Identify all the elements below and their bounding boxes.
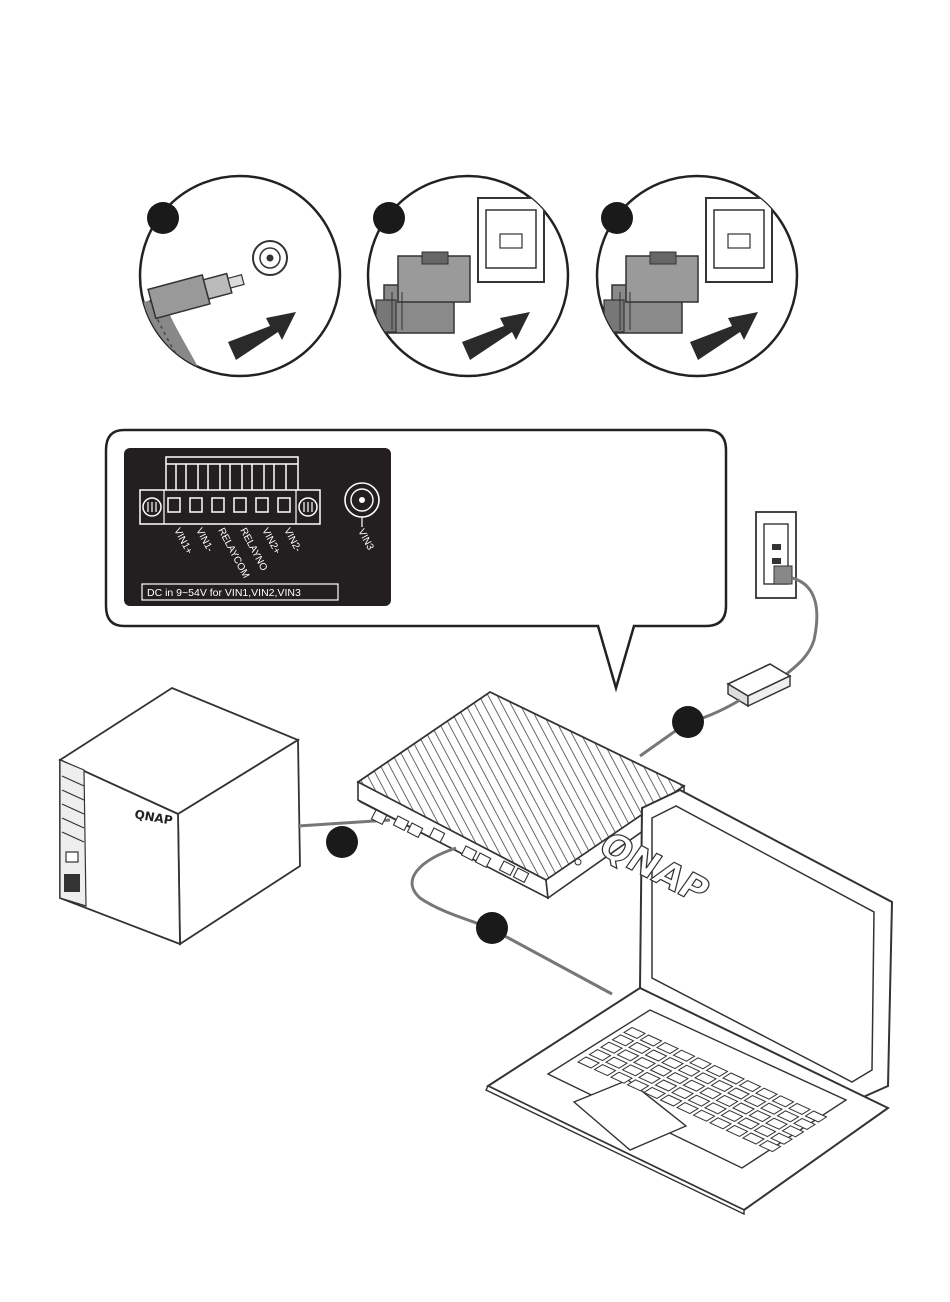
step-circle-dc-plug: [140, 176, 340, 380]
step-marker-1: [147, 202, 179, 234]
step-circle-ethernet-1: [368, 176, 568, 376]
connection-marker-laptop: [476, 912, 508, 944]
connection-marker-nas: [326, 826, 358, 858]
step-marker-2: [373, 202, 405, 234]
connection-marker-power: [672, 706, 704, 738]
wall-outlet: [756, 512, 796, 598]
power-terminal-panel: VIN1+ VIN1- RELAYCOM RELAYNO VIN2+ VIN2-…: [124, 448, 391, 606]
dc-input-note: DC in 9~54V for VIN1,VIN2,VIN3: [147, 587, 301, 599]
power-adapter: [728, 664, 790, 706]
step-circle-ethernet-2: [597, 176, 797, 376]
nas-device: QNAP: [60, 688, 300, 944]
step-marker-3: [601, 202, 633, 234]
